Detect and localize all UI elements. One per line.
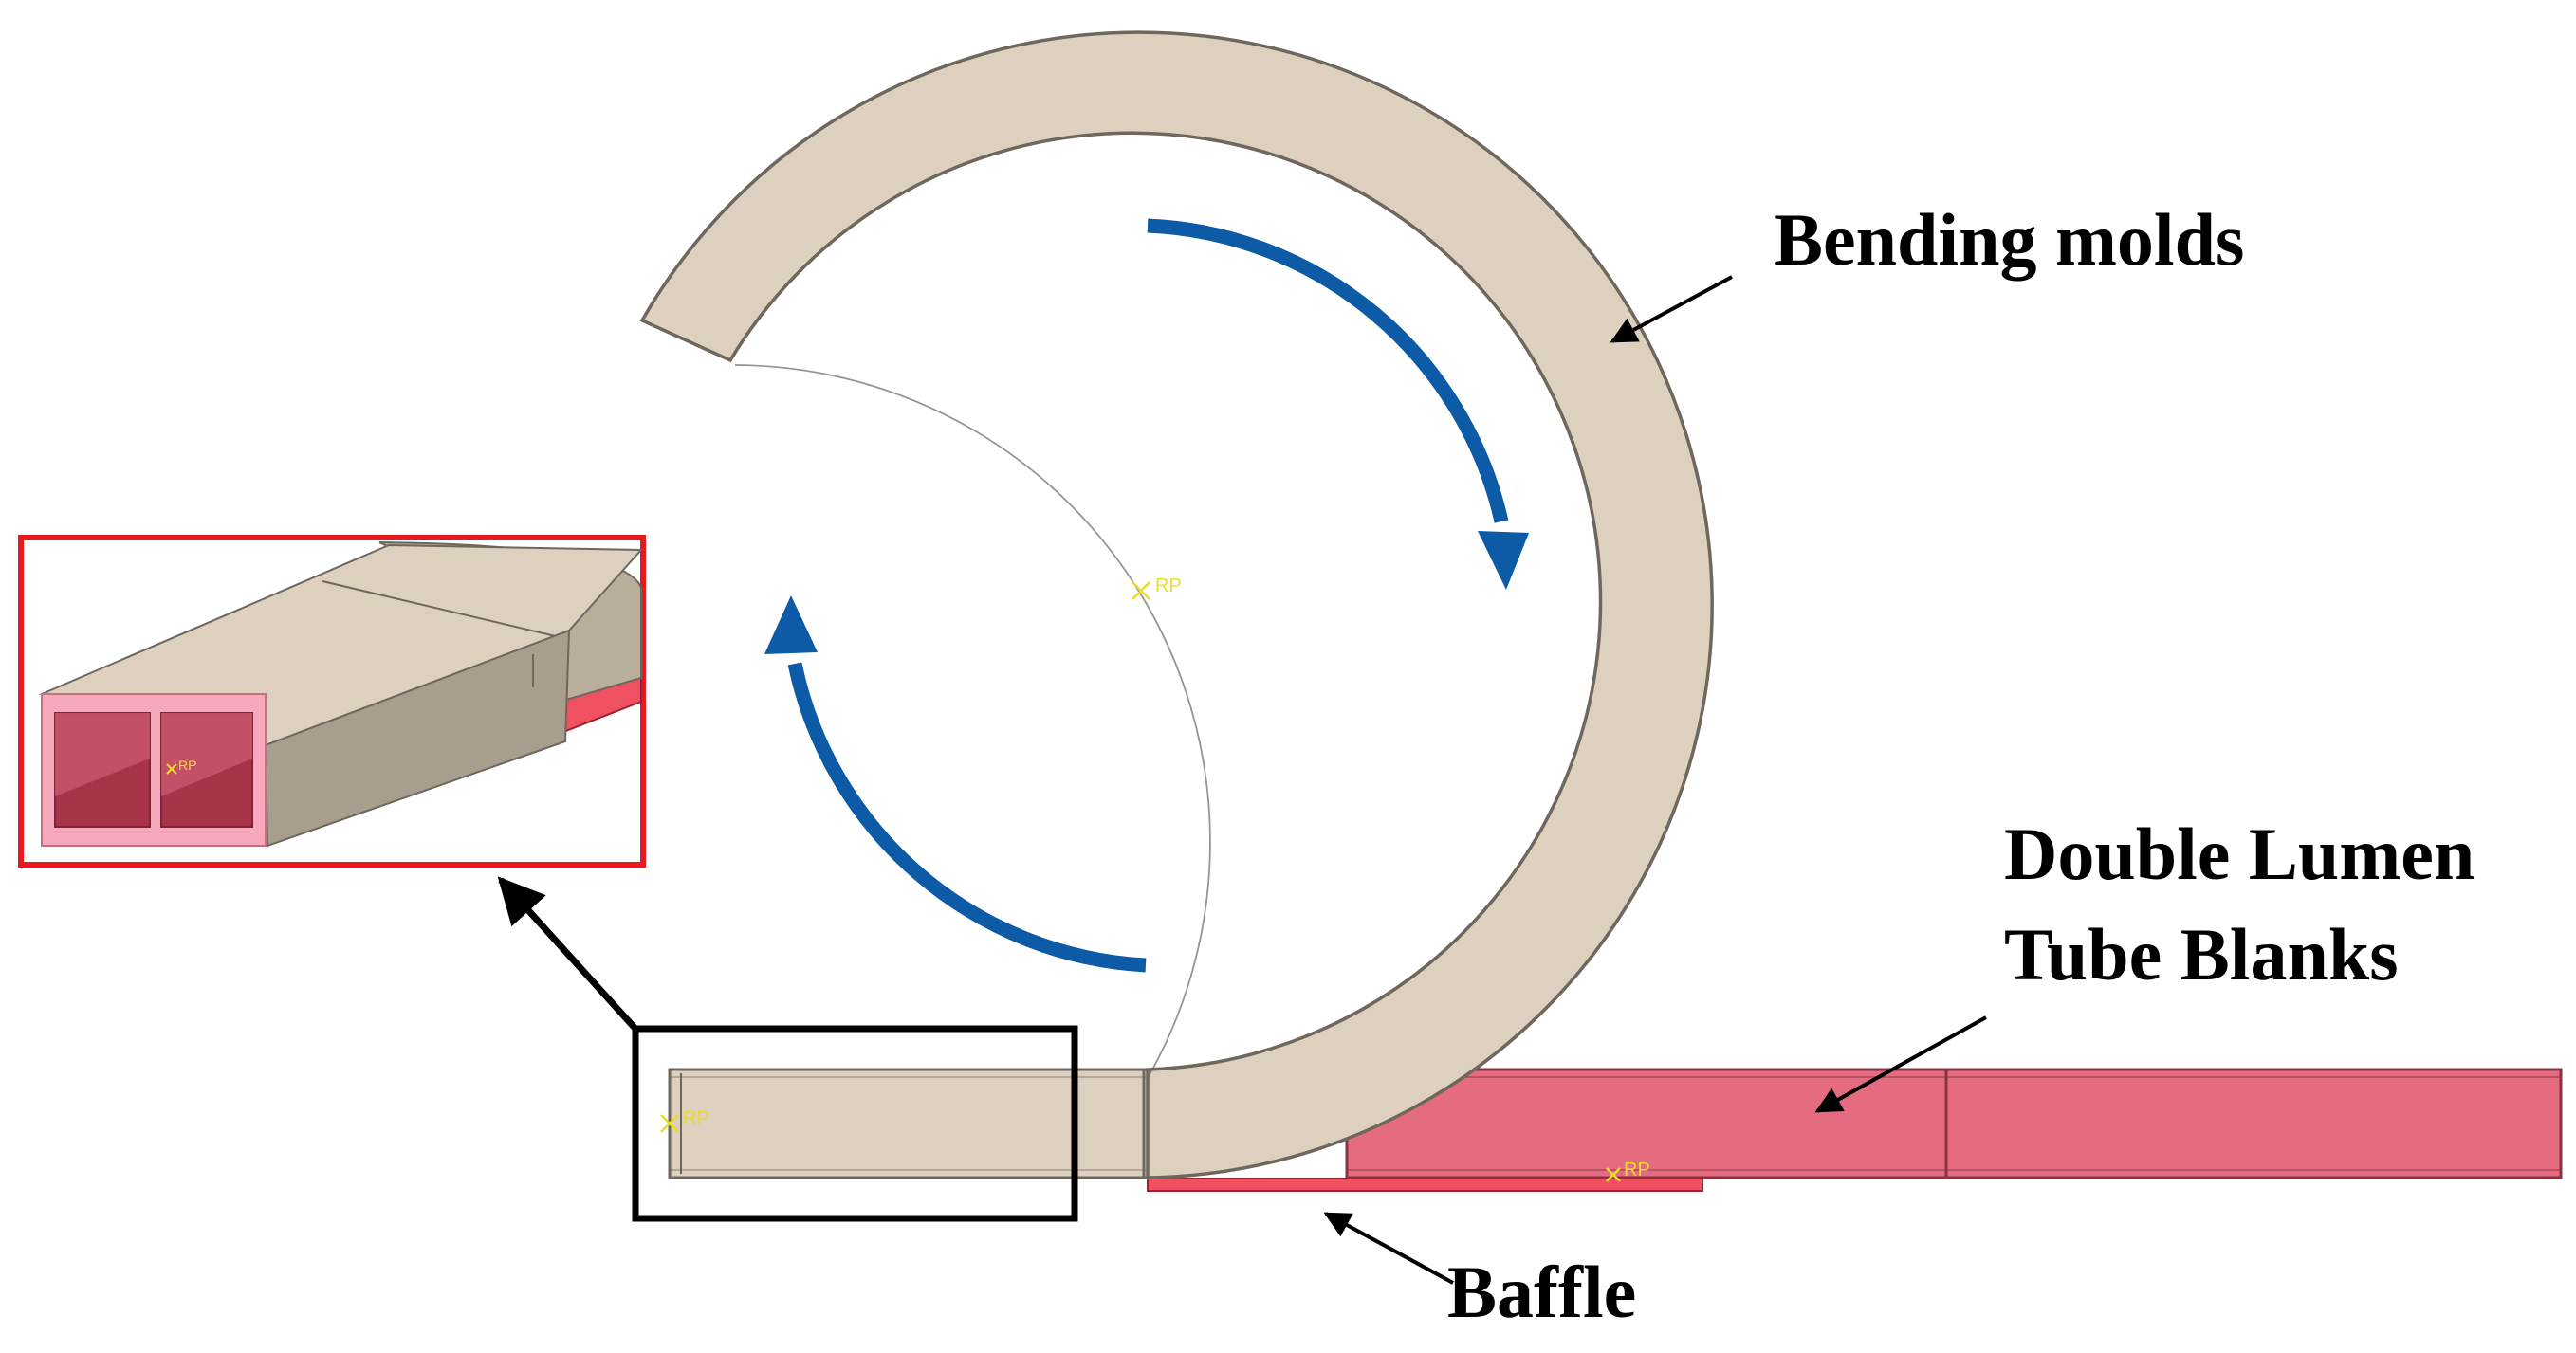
rotation-arrows: [764, 218, 1529, 973]
detail-inset: RP: [18, 535, 646, 868]
rotation-arrow-head-counter: [764, 595, 818, 654]
rp-marker-inset: RP: [166, 758, 196, 775]
label-tube-line2: Tube Blanks: [2004, 913, 2399, 996]
label-bending-molds: Bending molds: [1774, 198, 2245, 281]
pointer-bending-molds: [1610, 275, 1733, 343]
rp-marker-tube: RP: [1606, 1160, 1650, 1182]
pointer-tube-blanks: [1814, 1015, 1987, 1113]
tube-blank: [1345, 1068, 2563, 1179]
pointer-baffle: [1323, 1212, 1454, 1285]
rp-marker-straight: RP: [660, 1108, 709, 1133]
svg-text:RP: RP: [1155, 576, 1182, 596]
rotation-arrow-head-clockwise: [1478, 531, 1529, 590]
baffle-plate: [1147, 1178, 1703, 1192]
svg-text:RP: RP: [178, 758, 196, 773]
label-baffle: Baffle: [1447, 1251, 1637, 1333]
label-tube-line1: Double Lumen: [2004, 813, 2475, 895]
rp-marker-center: RP: [1132, 576, 1182, 600]
bending-mold: [639, 30, 1714, 1179]
svg-text:RP: RP: [1624, 1160, 1650, 1180]
callout-arrow: [497, 876, 638, 1032]
svg-text:RP: RP: [683, 1108, 709, 1129]
selection-box: [632, 1025, 1078, 1222]
